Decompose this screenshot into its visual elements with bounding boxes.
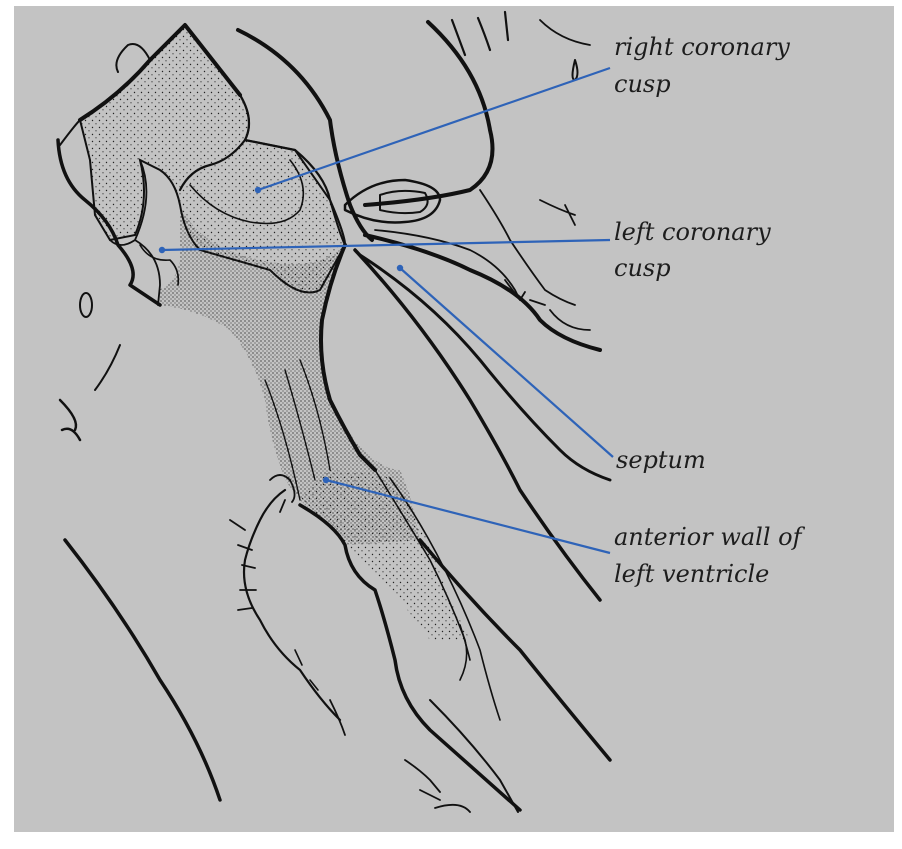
label-anterior-wall-line1: anterior wall of (614, 523, 806, 551)
label-left-coronary-cusp-line1: left coronary (614, 218, 771, 246)
pointer-dot-right-coronary-cusp (255, 187, 261, 193)
label-left-coronary-cusp-line2: cusp (614, 254, 671, 282)
label-septum: septum (616, 446, 706, 474)
pointer-dot-anterior-wall (323, 477, 329, 483)
label-anterior-wall-line2: left ventricle (614, 560, 769, 588)
label-right-coronary-cusp-line1: right coronary (614, 33, 790, 61)
pointer-dot-left-coronary-cusp (159, 247, 165, 253)
label-right-coronary-cusp-line2: cusp (614, 70, 671, 98)
pointer-dot-septum (397, 265, 403, 271)
